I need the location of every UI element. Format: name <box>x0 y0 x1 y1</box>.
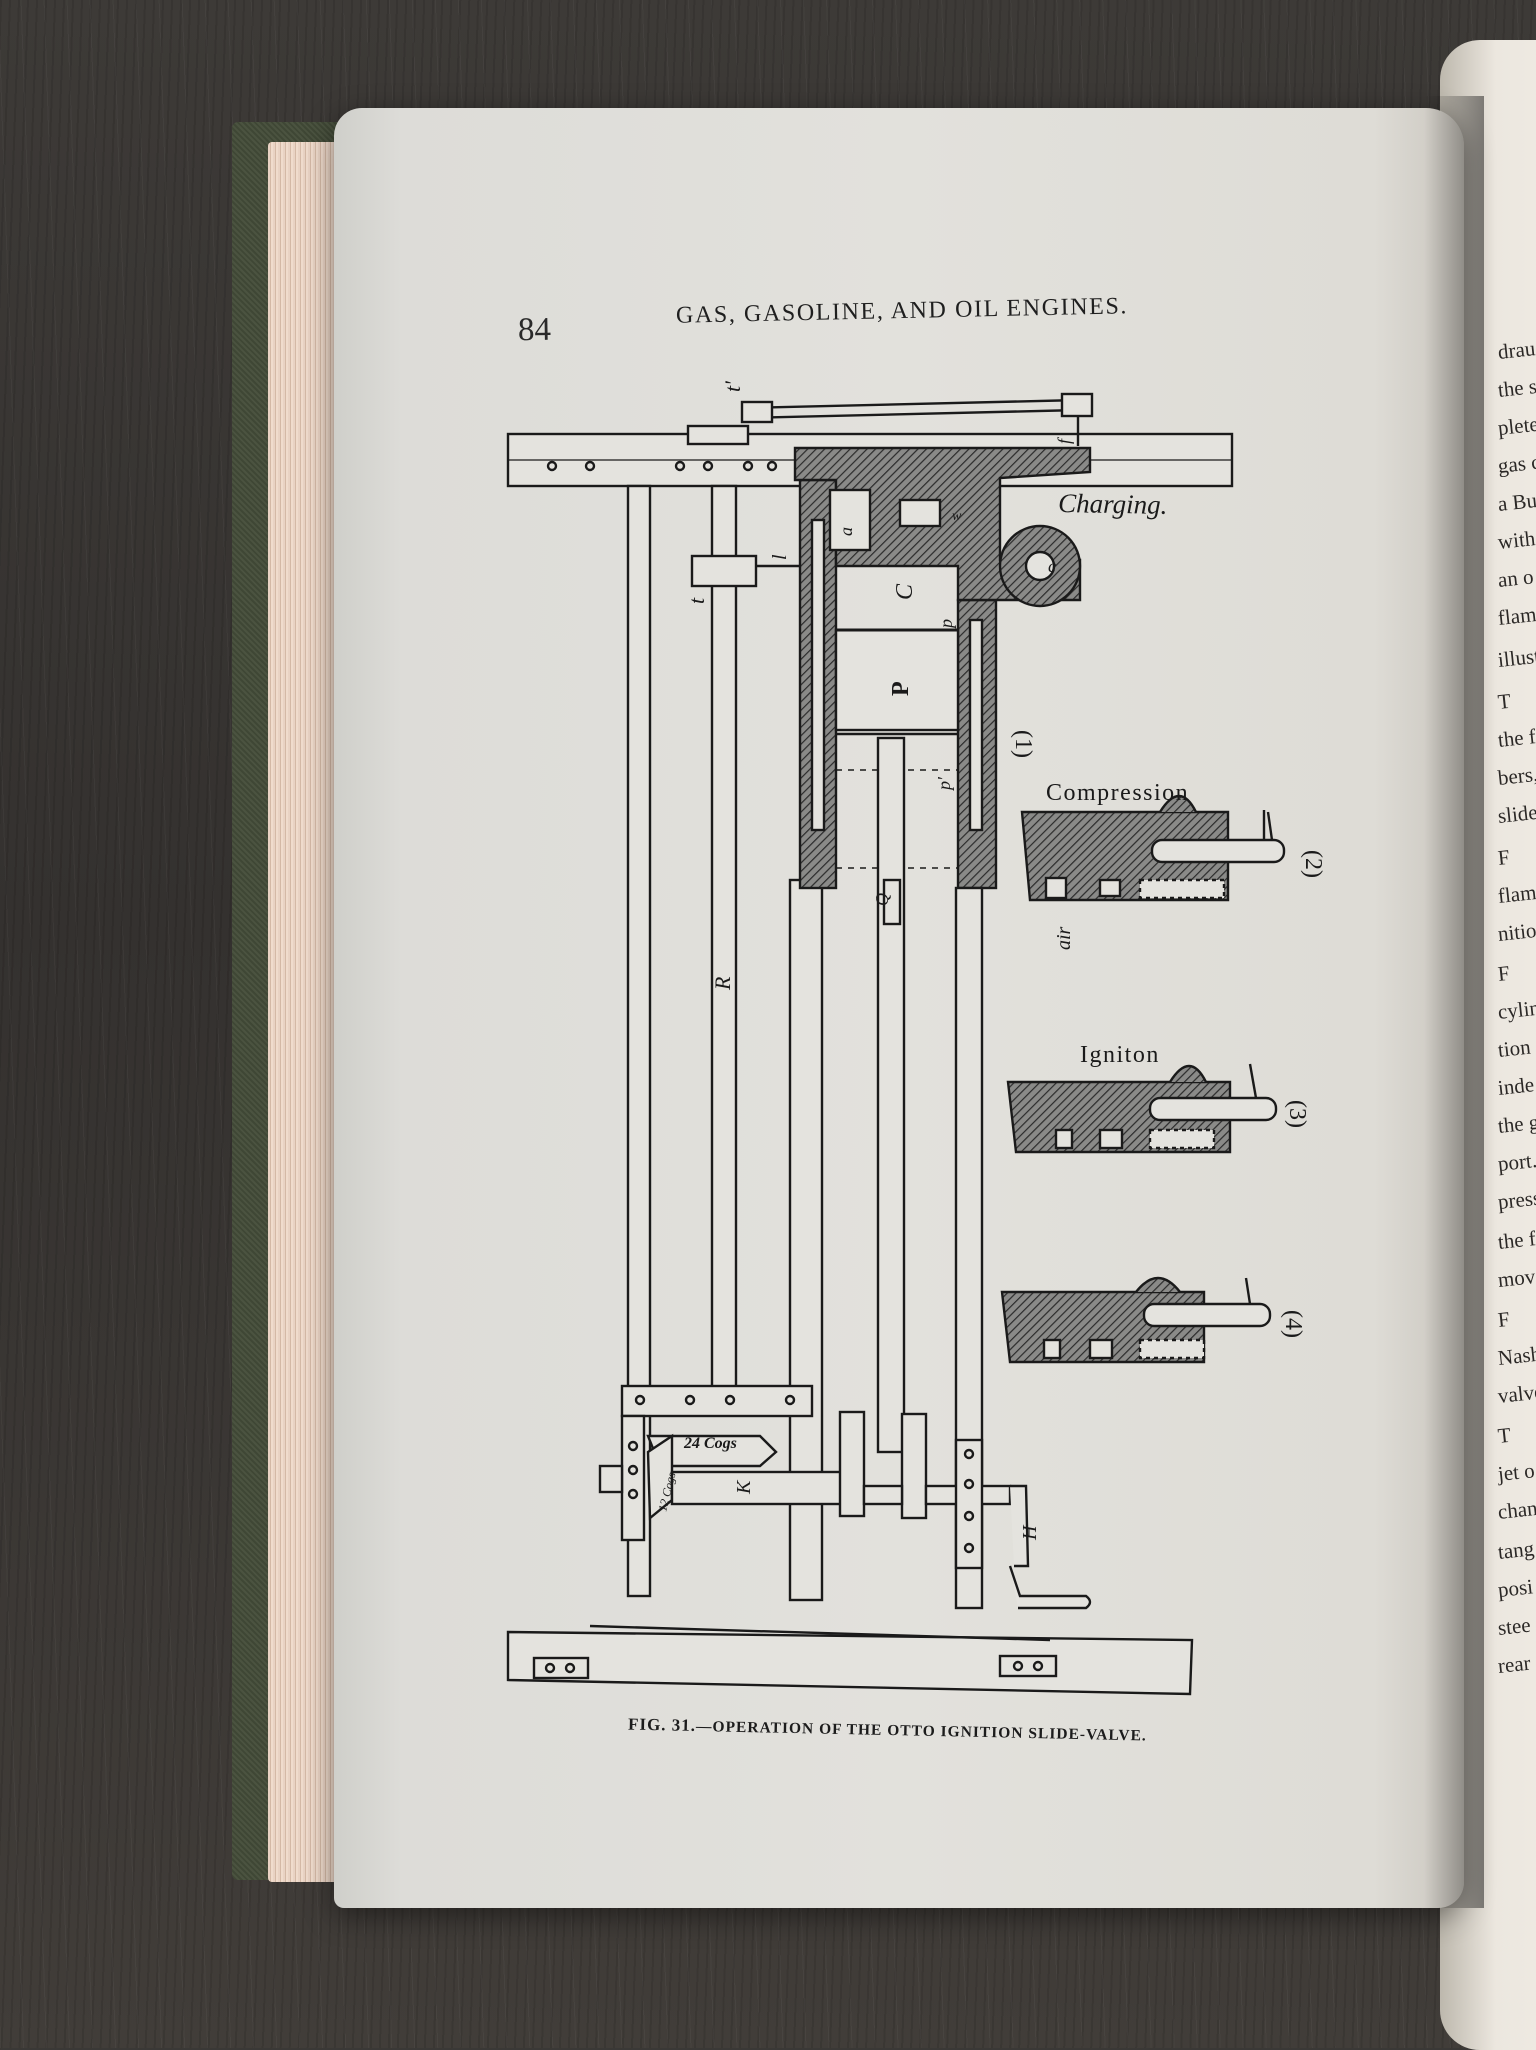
piston <box>834 628 960 732</box>
stage-number-2: (2) <box>1300 850 1326 878</box>
connecting-rod <box>876 736 906 1454</box>
letter-K: K <box>733 1479 755 1495</box>
letter-R: R <box>710 976 735 991</box>
stage-number-1: (1) <box>1010 730 1036 758</box>
gear-label-24: 24 Cogs <box>683 1435 737 1452</box>
valve-stage-3 <box>1006 1063 1278 1154</box>
stage-number-3: (3) <box>1284 1100 1310 1128</box>
label-ignition: Igniton <box>1080 1042 1160 1068</box>
letter-a: a <box>836 527 856 536</box>
rod-R <box>710 484 738 1398</box>
figure-number: FIG. 31. <box>627 1714 697 1735</box>
letter-c: c <box>1048 556 1056 576</box>
letter-P: P <box>888 681 914 696</box>
stage-number-4: (4) <box>1280 1310 1306 1338</box>
cross-bar <box>620 1384 814 1418</box>
letter-f: f <box>1054 436 1074 444</box>
valve-stage-2 <box>1020 794 1286 902</box>
letter-w: w <box>952 509 962 524</box>
letter-Q: Q <box>872 893 892 906</box>
page-gutter-shadow <box>1424 96 1484 1908</box>
letter-H: H <box>1019 1524 1041 1541</box>
letter-p: p <box>936 619 956 630</box>
label-charging: Charging. <box>1058 488 1168 520</box>
label-air: air <box>1053 926 1075 950</box>
letter-p-prime: p' <box>934 776 954 792</box>
label-compression: Compression <box>1046 780 1189 806</box>
letter-C: C <box>892 583 918 600</box>
letter-t-prime: t' <box>720 381 745 392</box>
frame-post-left <box>626 484 652 1598</box>
base-frame <box>506 1630 1194 1696</box>
letter-l: l <box>769 554 791 560</box>
letter-t: t <box>684 597 709 604</box>
valve-stage-4 <box>1000 1276 1272 1364</box>
